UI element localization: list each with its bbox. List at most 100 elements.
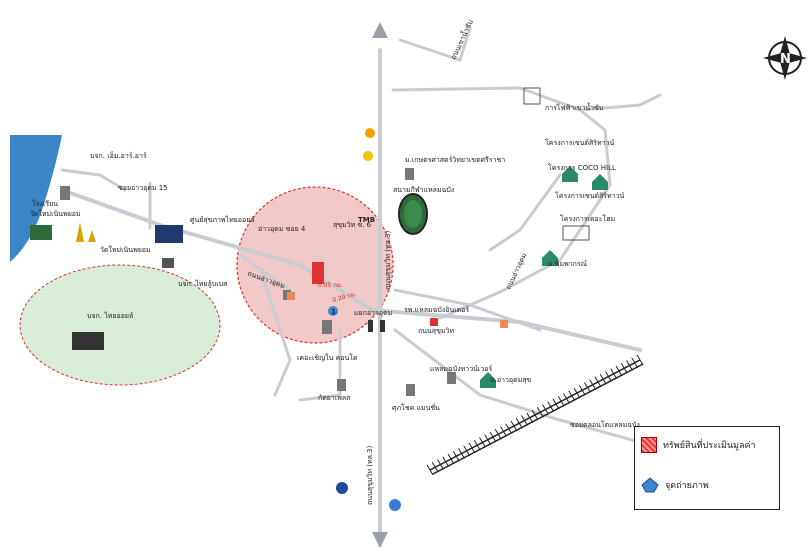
legend-row-photo: จุดถ่ายภาพ [641,477,709,493]
rail-tie [573,387,581,399]
sea-area [10,135,62,262]
label-ao-udom-suk: ม.อ่าวอุดมสุข [490,376,532,384]
rail-tie [479,437,486,448]
shell-icon [363,151,373,161]
compass-letter: N [780,52,791,67]
label-tmb: TMB [358,216,375,224]
seven-eleven-icon [287,292,295,300]
rail-tie [599,373,607,385]
rail-tie [568,390,576,402]
photo-point-icon [328,306,338,316]
rail-tie [620,362,628,374]
label-siritown2: โครงการเซนต์สิริทาวน์ [555,191,625,200]
building-icon [337,379,346,391]
label-siritown1: โครงการเซนต์สิริทาวน์ [545,138,615,147]
temple-icon [76,222,84,242]
rail-tie [589,379,597,391]
label-bjk-emr: บจก. เอ็ม.อาร์.อาร์ [90,151,147,160]
factory-icon [155,225,183,243]
label-coco-hill: โครงการ COCO HILL [548,163,616,172]
rail-tie [473,439,481,451]
railway [426,354,644,476]
compass-icon: N [763,36,807,80]
rail-tie [463,445,471,457]
factory-icon [162,258,174,268]
power-plant-icon [523,87,541,105]
rail-tie [536,406,544,418]
rail-tie [468,442,476,454]
house-icon [480,372,496,388]
label-wat-top: วัดใหม่เนินพยอม [30,209,81,218]
photo-marker-icon [641,477,659,493]
rail-tie [452,450,460,462]
rail-tie [578,384,586,396]
rail-tie [521,415,528,426]
rail-tie [557,395,565,407]
label-dist-1: 0.05 กม. [318,282,343,289]
label-soi-ton: ซอยตลอนโตแหลมฉบัง [570,420,640,429]
label-thai-oil-health: ศูนย์สุขภาพไทยออยล์ [190,215,255,224]
label-sukhumvit-soi6: สุขุมวิท ซ. 6 [333,221,372,229]
bank-icon [389,499,401,511]
building-icon [447,372,456,384]
fence-icon [562,225,590,241]
rail-tie [563,393,570,404]
rail-tie [531,409,539,421]
rail-tie [484,434,492,446]
legend-row-property: ทรัพย์สินที่ประเมินมูลค่า [641,437,756,453]
label-kathaplace: กัตยาเพลส [318,394,351,402]
refinery-icon [72,332,104,350]
label-thai-oil: บจก. ไทยออยล์ [87,311,133,320]
rail-tie [626,360,633,371]
label-wat: วัดใหม่เนินพยอม [100,245,151,254]
highway-arrow-bottom [372,532,388,548]
label-phimpakon: ม.พิมพากรณ์ [548,260,588,268]
hospital-icon [430,318,438,326]
seven-eleven-icon [500,320,508,328]
label-intersection: แยกอ่าวอุดม [354,309,392,317]
tower-icon [312,262,324,284]
label-sukhumvit: ถนนสุขุมวิท [418,327,454,335]
traffic-light-icon [380,320,385,332]
label-kasetsart: ม.เกษตรศาสตร์วิทยาเขตศรีราชา [405,156,505,164]
rail-tie [584,382,591,393]
traffic-light-icon [368,320,373,332]
legend-photo-label: จุดถ่ายภาพ [665,481,709,491]
rail-tie [610,368,618,380]
rail-tie [458,448,465,459]
rail-tie [426,464,434,476]
school-icon [30,225,52,240]
house-icon [592,174,608,190]
roads [60,26,662,547]
ptt-icon [365,128,375,138]
legend-property-label: ทรัพย์สินที่ประเมินมูลค่า [663,441,756,451]
building-icon [406,384,415,396]
rail-tie [494,428,502,440]
rail-tie [447,453,455,465]
rail-tie [605,371,612,382]
house-icon [562,166,578,182]
rail-tie [552,398,560,410]
rail-tie [437,459,444,470]
building-icon [405,168,414,180]
label-num1: 1 [331,308,336,316]
rail-tie [500,426,507,437]
rail-tie [615,365,623,377]
bank-icon [336,482,348,494]
label-hospital: รพ.แหลมฉบังอินเตอร์ [404,306,469,314]
rail-tie [431,461,439,473]
building-icon [60,186,70,200]
rail-tie [631,357,639,369]
house-icon [542,250,558,266]
rail-tie [636,354,644,366]
label-sukhumvit-top: ถนนสุขุมวิท (ทล.3) [384,230,392,290]
label-thai-lube: บจก. ไทยลู้บเบส [178,279,228,288]
thai-oil-zone [19,264,221,386]
rail-tie [594,376,602,388]
highway-arrow-top [372,22,388,38]
label-stadium: สนามกีฬาแหลมฉบัง [393,186,454,194]
rail-tie [510,420,518,432]
rail-tie [542,404,549,415]
rail-tie [515,417,523,429]
